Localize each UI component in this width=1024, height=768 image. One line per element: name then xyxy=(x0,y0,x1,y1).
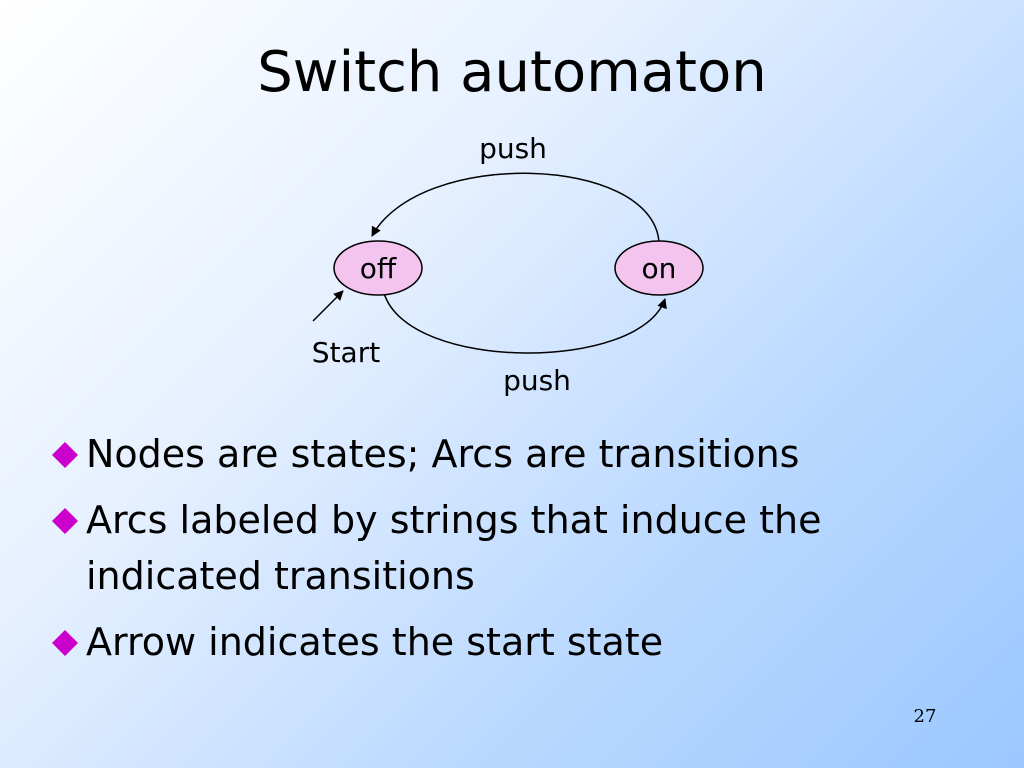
transition-arc-on-to-off xyxy=(371,172,660,243)
slide-title: Switch automaton xyxy=(257,40,767,105)
bullet-text: Nodes are states; Arcs are transitions xyxy=(86,432,800,476)
bullet-item: Arcs labeled by strings that induce the … xyxy=(52,492,952,604)
transition-label-off-to-on: push xyxy=(503,364,571,397)
start-label: Start xyxy=(312,336,380,369)
state-node-off xyxy=(333,240,423,296)
bullet-item: Arrow indicates the start state xyxy=(52,614,952,670)
bullet-text: Arcs labeled by strings that induce the … xyxy=(86,498,822,598)
transition-label-on-to-off: push xyxy=(479,132,547,165)
page-number: 27 xyxy=(913,706,937,727)
transition-arc-off-to-on xyxy=(383,292,667,354)
state-node-on xyxy=(614,240,704,296)
bullet-text: Arrow indicates the start state xyxy=(86,620,664,664)
diamond-bullet-icon xyxy=(52,630,78,656)
bullet-list: Nodes are states; Arcs are transitions A… xyxy=(52,426,952,680)
state-label-off: off xyxy=(360,252,397,285)
diamond-bullet-icon xyxy=(52,508,78,534)
diamond-bullet-icon xyxy=(52,442,78,468)
bullet-item: Nodes are states; Arcs are transitions xyxy=(52,426,952,482)
state-label-on: on xyxy=(642,252,677,285)
start-arrow xyxy=(312,290,344,322)
